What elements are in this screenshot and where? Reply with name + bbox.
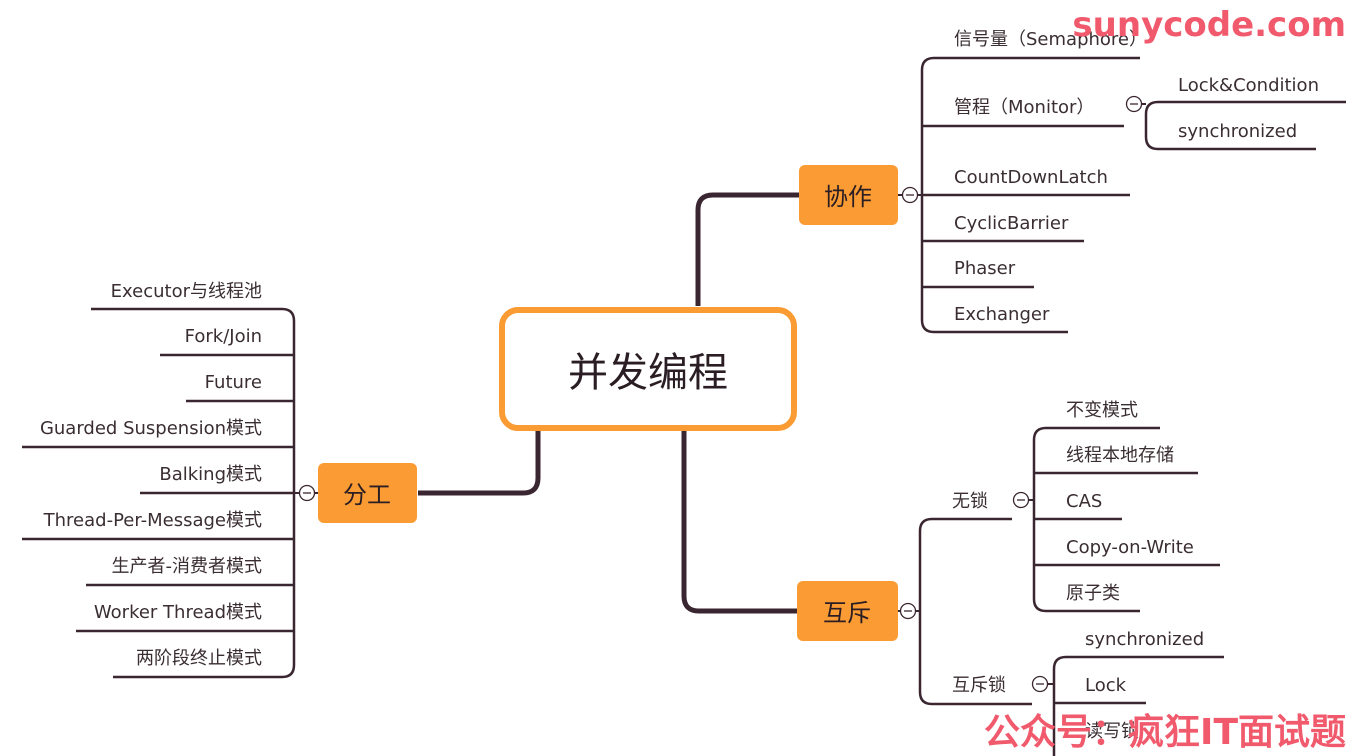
node-lockcondition[interactable]: Lock&Condition: [1178, 75, 1319, 96]
minus-circle-icon[interactable]: [298, 484, 316, 502]
underline-synchronized-2: [1052, 655, 1224, 670]
branch-node-xiezuo-box: [799, 165, 898, 225]
collapse-toggles: [298, 95, 1143, 693]
branch-label-huchi: 互斥: [823, 599, 871, 627]
node-cow[interactable]: Copy-on-Write: [1066, 537, 1194, 558]
branch-node-huchi[interactable]: 互斥: [797, 581, 898, 641]
minus-circle-icon[interactable]: [899, 602, 917, 620]
minus-circle-icon[interactable]: [901, 186, 919, 204]
node-threadlocal[interactable]: 线程本地存储: [1066, 445, 1174, 466]
minus-circle-icon[interactable]: [1012, 491, 1030, 509]
xiezuo-children: 信号量（Semaphore） 管程（Monitor） CountDownLatc…: [954, 29, 1319, 325]
branch-node-huchi-box: [797, 581, 898, 641]
branch-label-xiezuo: 协作: [824, 183, 872, 211]
node-immutable[interactable]: 不变模式: [1066, 400, 1138, 421]
node-rwlock[interactable]: 读写锁: [1085, 721, 1139, 742]
watermark-bottom: 公众号：疯狂IT面试题: [984, 712, 1346, 753]
node-cyclicbarrier[interactable]: CyclicBarrier: [954, 213, 1069, 234]
branch-node-fengong[interactable]: 分工: [318, 463, 417, 523]
node-balking[interactable]: Balking模式: [159, 464, 262, 485]
node-synchronized-monitor[interactable]: synchronized: [1178, 121, 1297, 142]
underline-immutable: [1032, 426, 1160, 441]
underline-lockcondition: [1144, 100, 1346, 115]
node-forkjoin[interactable]: Fork/Join: [185, 326, 262, 347]
connector-center-xiezuo: [695, 192, 800, 306]
node-twophase[interactable]: 两阶段终止模式: [136, 648, 262, 669]
node-future[interactable]: Future: [205, 372, 262, 393]
underline-wusuo: [918, 517, 1012, 532]
center-node-box: [499, 307, 797, 431]
watermark-top: sunycode.com: [1072, 5, 1346, 45]
node-synchronized-lock[interactable]: synchronized: [1085, 629, 1204, 650]
node-monitor[interactable]: 管程（Monitor）: [954, 97, 1094, 118]
node-cas[interactable]: CAS: [1066, 491, 1102, 512]
minus-circle-icon[interactable]: [1125, 95, 1143, 113]
node-atomic[interactable]: 原子类: [1066, 583, 1120, 604]
node-worker[interactable]: Worker Thread模式: [94, 602, 262, 623]
huchi-children: 无锁 互斥锁 不变模式 线程本地存储 CAS Copy-on-Write 原子类…: [952, 400, 1204, 742]
underline-executor: [91, 307, 296, 322]
branch-node-xiezuo[interactable]: 协作: [799, 165, 898, 225]
node-countdownlatch[interactable]: CountDownLatch: [954, 167, 1108, 188]
underline-exchanger: [920, 319, 1068, 334]
underline-synchronized-1: [1144, 136, 1316, 151]
branch-label-fengong: 分工: [343, 481, 391, 509]
underline-twophase: [113, 664, 296, 679]
node-husuo[interactable]: 互斥锁: [952, 675, 1006, 696]
underline-husuo: [918, 691, 1032, 706]
node-semaphore[interactable]: 信号量（Semaphore）: [954, 29, 1147, 50]
node-wusuo[interactable]: 无锁: [952, 491, 988, 512]
underline-semaphore: [920, 56, 1140, 71]
node-exchanger[interactable]: Exchanger: [954, 304, 1050, 325]
connector-center-huchi: [681, 430, 798, 614]
branch-node-fengong-box: [318, 463, 417, 523]
connector-center-fengong: [418, 430, 541, 496]
node-guarded[interactable]: Guarded Suspension模式: [40, 418, 262, 439]
node-executor[interactable]: Executor与线程池: [111, 281, 262, 302]
fengong-children: Executor与线程池 Fork/Join Future Guarded Su…: [40, 281, 262, 669]
connectors: [22, 56, 1346, 756]
center-label: 并发编程: [568, 350, 728, 396]
underline-atomic: [1032, 598, 1140, 613]
minus-circle-icon[interactable]: [1031, 675, 1049, 693]
node-threadpermessage[interactable]: Thread-Per-Message模式: [43, 510, 262, 531]
center-node[interactable]: 并发编程: [499, 307, 797, 431]
node-lock[interactable]: Lock: [1085, 675, 1127, 696]
node-phaser[interactable]: Phaser: [954, 258, 1016, 279]
node-producer[interactable]: 生产者-消费者模式: [112, 556, 263, 577]
